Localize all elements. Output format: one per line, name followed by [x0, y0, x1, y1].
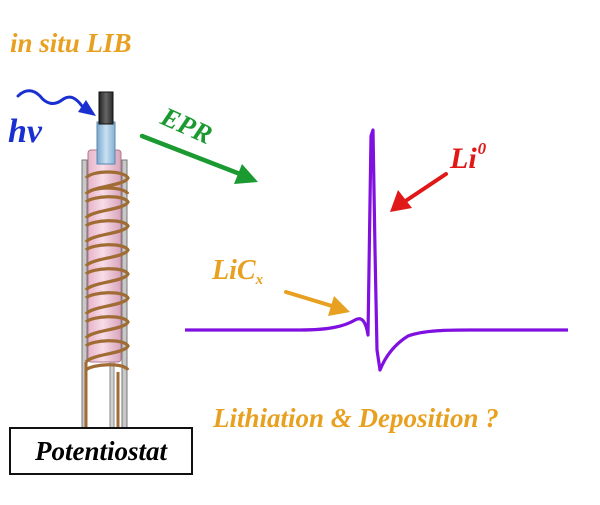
licx-label: LiCx: [212, 257, 263, 288]
li-metal-label: Li0: [450, 140, 486, 174]
electrode-cap: [98, 91, 114, 125]
epr-spectrum-curve: [185, 128, 568, 372]
wavy-light-arrow-icon: [16, 89, 96, 116]
epr-cell-probe: [81, 91, 130, 431]
licx-arrow-icon: [284, 290, 350, 316]
epr-arrow-icon: [139, 133, 258, 184]
potentiostat-box: Potentiostat: [9, 427, 193, 475]
coil: [84, 170, 130, 372]
licx-label-sub: x: [255, 272, 264, 288]
electrode-rod: [96, 121, 116, 165]
li-arrow-icon: [390, 172, 448, 212]
potentiostat-label: Potentiostat: [34, 435, 167, 466]
li-label-sup: 0: [477, 139, 487, 158]
question-text: Lithiation & Deposition ?: [213, 403, 499, 433]
li-label-base: Li: [450, 142, 477, 175]
experiment-title: in situ LIB: [10, 28, 132, 58]
licx-label-base: LiC: [212, 255, 256, 286]
light-label: hv: [8, 113, 42, 150]
